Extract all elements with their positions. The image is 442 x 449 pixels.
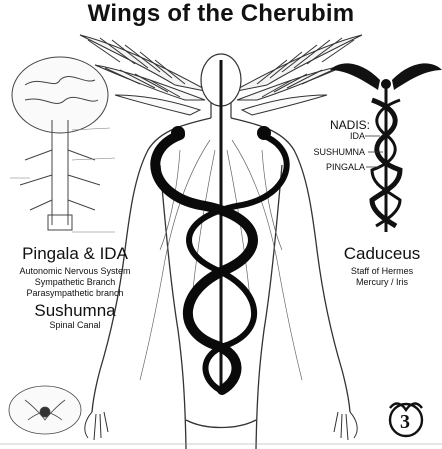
snake-head-left — [171, 126, 185, 140]
ajna-symbol — [388, 402, 424, 438]
nadi-sushumna: SUSHUMNA — [313, 147, 365, 157]
ans-label: Autonomic Nervous System — [19, 266, 131, 276]
snake-pingala — [186, 132, 290, 393]
staff-of-hermes-label: Staff of Hermes — [350, 266, 414, 276]
spinal-canal-label: Spinal Canal — [49, 320, 101, 330]
caduceus-heading: Caduceus — [343, 244, 421, 263]
sushumna-heading: Sushumna — [34, 301, 116, 320]
right-wing — [231, 34, 363, 116]
mercury-iris-label: Mercury / Iris — [355, 277, 408, 287]
brain-diagram — [11, 56, 109, 231]
hands — [84, 411, 358, 441]
nadis-heading: NADIS: — [330, 118, 371, 132]
brain-callout-lines — [10, 127, 116, 233]
parasympathetic-label: Parasympathetic branch — [26, 288, 124, 298]
body-outline — [91, 117, 351, 449]
nadi-ida: IDA — [349, 131, 365, 141]
nadi-pingala: PINGALA — [325, 162, 365, 172]
ajna-glyph: 3 — [400, 411, 410, 433]
sympathetic-label: Sympathetic Branch — [34, 277, 116, 287]
page-title: Wings of the Cherubim — [87, 0, 355, 27]
pingala-ida-heading: Pingala & IDA — [22, 244, 128, 263]
caduceus-diagram — [330, 63, 442, 232]
sacral-diagram — [8, 385, 82, 435]
snake-head-right — [257, 126, 271, 140]
left-wing — [79, 34, 211, 116]
